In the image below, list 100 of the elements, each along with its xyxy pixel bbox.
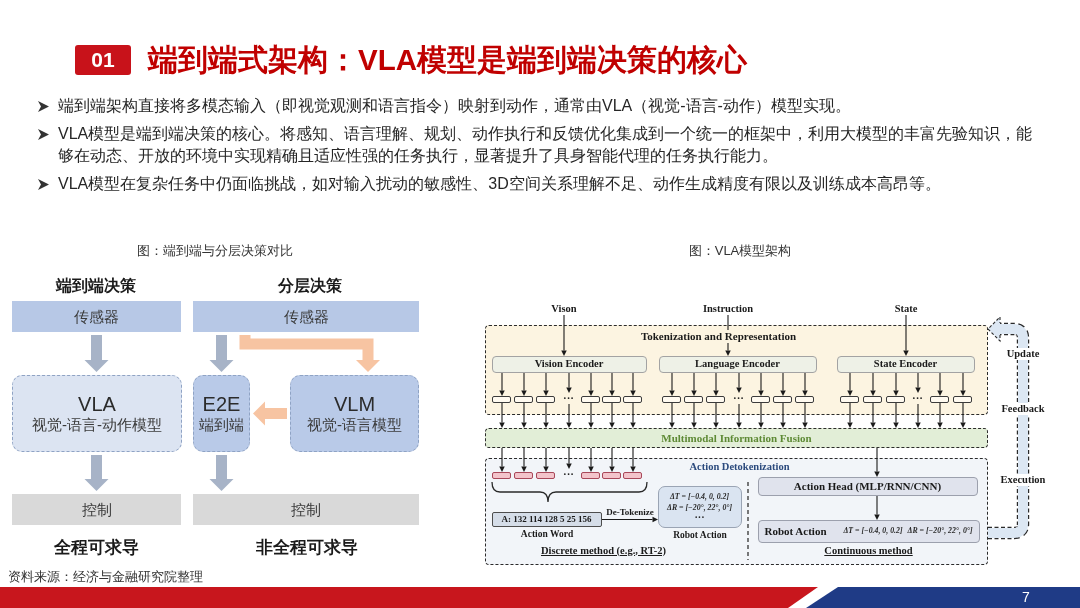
token-block: [863, 395, 882, 403]
model-description: 视觉-语言模型: [307, 416, 402, 434]
control-label: 控制: [291, 500, 321, 519]
method-caption: Continuous method: [824, 544, 913, 557]
token-block: [602, 395, 621, 403]
block-arrow: [239, 335, 380, 372]
encoder-label: State Encoder: [873, 357, 938, 371]
edge-label: De-Tokenize: [606, 506, 654, 518]
control-box: [193, 494, 419, 525]
arrow: [566, 447, 572, 469]
sensor-box: [12, 301, 181, 332]
fusion-panel: [485, 428, 988, 448]
block-arrow: [209, 455, 234, 491]
arrow: [609, 402, 615, 428]
section-number: 01: [75, 45, 131, 75]
arrow: [566, 403, 572, 428]
ellipsis-text: ···: [733, 392, 744, 404]
token-block: [886, 395, 905, 403]
arrow: [630, 372, 636, 396]
arrow: [960, 372, 966, 396]
control-box: [12, 494, 181, 525]
model-name: E2E: [202, 393, 241, 416]
bullet-text: VLA模型是端到端决策的核心。将感知、语言理解、规划、动作执行和反馈优化集成到一个统一的框架中，利用大模型的丰富先验知识，能够在动态、开放的环境中实现精确且适应性强的任务执行，显著提升了具身智能代理的任务执行能力。: [58, 124, 1034, 166]
arrow: [543, 447, 549, 472]
arrow: [780, 402, 786, 428]
arrow: [601, 516, 658, 523]
page-number: 7: [1022, 589, 1030, 606]
sensor-label: 传感器: [74, 307, 119, 326]
action-token-block: [536, 471, 555, 479]
token-block: [662, 395, 681, 403]
model-name: VLA: [78, 393, 116, 416]
arrow: [669, 372, 675, 396]
model-box: [12, 375, 182, 452]
arrow: [588, 402, 594, 428]
arrow: [915, 372, 921, 393]
block-label: Robot Action: [764, 524, 827, 538]
arrow: [847, 402, 853, 428]
block-arrow: [253, 401, 287, 426]
arrow: [566, 372, 572, 393]
encoder-label: Vision Encoder: [534, 357, 604, 371]
arrow: [780, 372, 786, 396]
arrow: [588, 447, 594, 472]
token-block: [536, 395, 555, 403]
action-token-block: [514, 471, 533, 479]
node-caption: Action Word: [520, 529, 574, 541]
arrow: [802, 402, 808, 428]
arrow: [725, 314, 731, 356]
ellipsis-text: ···: [563, 468, 574, 480]
arrow: [960, 402, 966, 428]
slide-title: 端到端式架构：VLA模型是端到端决策的核心: [148, 42, 747, 78]
panel-title: Multimodal Information Fusion: [661, 431, 812, 445]
arrow: [543, 372, 549, 396]
arrow: [736, 372, 742, 393]
action-token-block: [581, 471, 600, 479]
arrow: [669, 402, 675, 428]
arrow: [499, 372, 505, 396]
detokenization-panel: [485, 458, 988, 565]
token-block: [514, 395, 533, 403]
action-token-block: [602, 471, 621, 479]
arrow: [713, 372, 719, 396]
arrow: [915, 403, 921, 428]
token-block: [751, 395, 770, 403]
arrow: [691, 372, 697, 396]
bullet-text: 端到端架构直接将多模态输入（即视觉观测和语言指令）映射到动作，通常由VLA（视觉-语言-动作）模型实现。: [58, 96, 852, 116]
token-block: [953, 395, 972, 403]
bullet-text: VLA模型在复杂任务中仍面临挑战，如对输入扰动的敏感性、3D空间关系理解不足、动作生成精度有限以及训练成本高昂等。: [58, 174, 942, 194]
arrow: [937, 402, 943, 428]
model-description: 端到端: [199, 416, 244, 434]
token-block: [773, 395, 792, 403]
model-box: [290, 375, 419, 452]
token-sequence: A: 132 114 128 5 25 156: [501, 513, 592, 525]
token-block: [930, 395, 949, 403]
panel-title: Action Detokenization: [689, 460, 790, 473]
token-block: [623, 395, 642, 403]
block-label: Action Head (MLP/RNN/CNN): [793, 479, 942, 493]
arrow: [870, 402, 876, 428]
arrow: [521, 402, 527, 428]
ellipsis-text: ···: [563, 392, 574, 404]
arrow: [893, 372, 899, 396]
arrow: [561, 314, 567, 356]
block-arrow: [209, 335, 234, 372]
arrow: [609, 372, 615, 396]
model-name: VLM: [333, 393, 376, 416]
robot-action-card: [657, 485, 742, 528]
block-arrow: [84, 335, 109, 372]
arrow: [521, 447, 527, 472]
arrow: [630, 447, 636, 472]
ellipsis-text: ···: [694, 513, 705, 522]
token-block: [706, 395, 725, 403]
arrow: [630, 402, 636, 428]
figure-caption: 图：VLA模型架构: [688, 243, 792, 259]
sensor-label: 传感器: [283, 307, 329, 326]
arrow: [758, 372, 764, 396]
encoder-block: [836, 355, 975, 373]
arrow: [937, 372, 943, 396]
control-label: 控制: [81, 500, 112, 519]
arrow: [521, 372, 527, 396]
token-block: [492, 395, 511, 403]
arrow: [847, 372, 853, 396]
model-box: [193, 375, 250, 452]
